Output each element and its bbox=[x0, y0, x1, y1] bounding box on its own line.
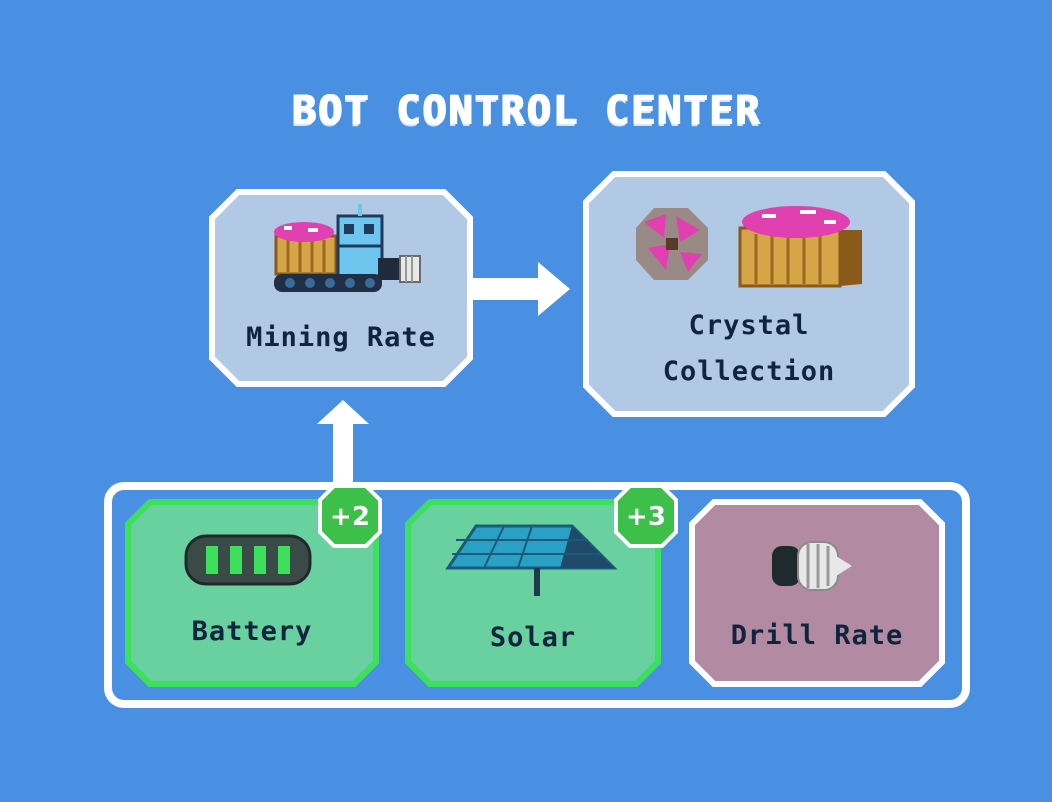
arrow-up-icon bbox=[317, 400, 369, 490]
arrow-right-icon bbox=[470, 262, 570, 316]
solar-badge: +3 bbox=[614, 484, 678, 548]
upgrade-battery[interactable]: Battery bbox=[124, 498, 380, 688]
mining-bot-icon bbox=[274, 204, 421, 292]
drill-rate-label: Drill Rate bbox=[730, 620, 904, 651]
crystal-ore-icon bbox=[636, 208, 708, 280]
crystal-collection-node[interactable]: Crystal Collection bbox=[583, 171, 915, 417]
drill-bit-icon bbox=[772, 541, 852, 591]
crystal-collection-label-line1: Crystal bbox=[688, 310, 810, 341]
battery-icon bbox=[184, 534, 312, 586]
battery-badge-text: +2 bbox=[330, 502, 370, 532]
solar-badge-text: +3 bbox=[626, 502, 666, 532]
crystal-collection-label-line2: Collection bbox=[662, 356, 836, 387]
crystal-cart-icon bbox=[738, 206, 862, 288]
solar-label: Solar bbox=[489, 622, 577, 653]
upgrade-drill-rate[interactable]: Drill Rate bbox=[688, 498, 946, 688]
mining-rate-node[interactable]: Mining Rate bbox=[209, 189, 473, 387]
screen-title: BOT CONTROL CENTER bbox=[291, 88, 761, 134]
crystal-collection-frame bbox=[583, 171, 915, 417]
mining-rate-label: Mining Rate bbox=[246, 322, 436, 353]
battery-card-frame bbox=[125, 499, 379, 687]
mining-rate-frame bbox=[209, 189, 473, 387]
battery-label: Battery bbox=[191, 616, 313, 647]
solar-panel-icon bbox=[445, 524, 618, 596]
battery-badge: +2 bbox=[318, 484, 382, 548]
drill-rate-card-frame bbox=[689, 499, 945, 687]
